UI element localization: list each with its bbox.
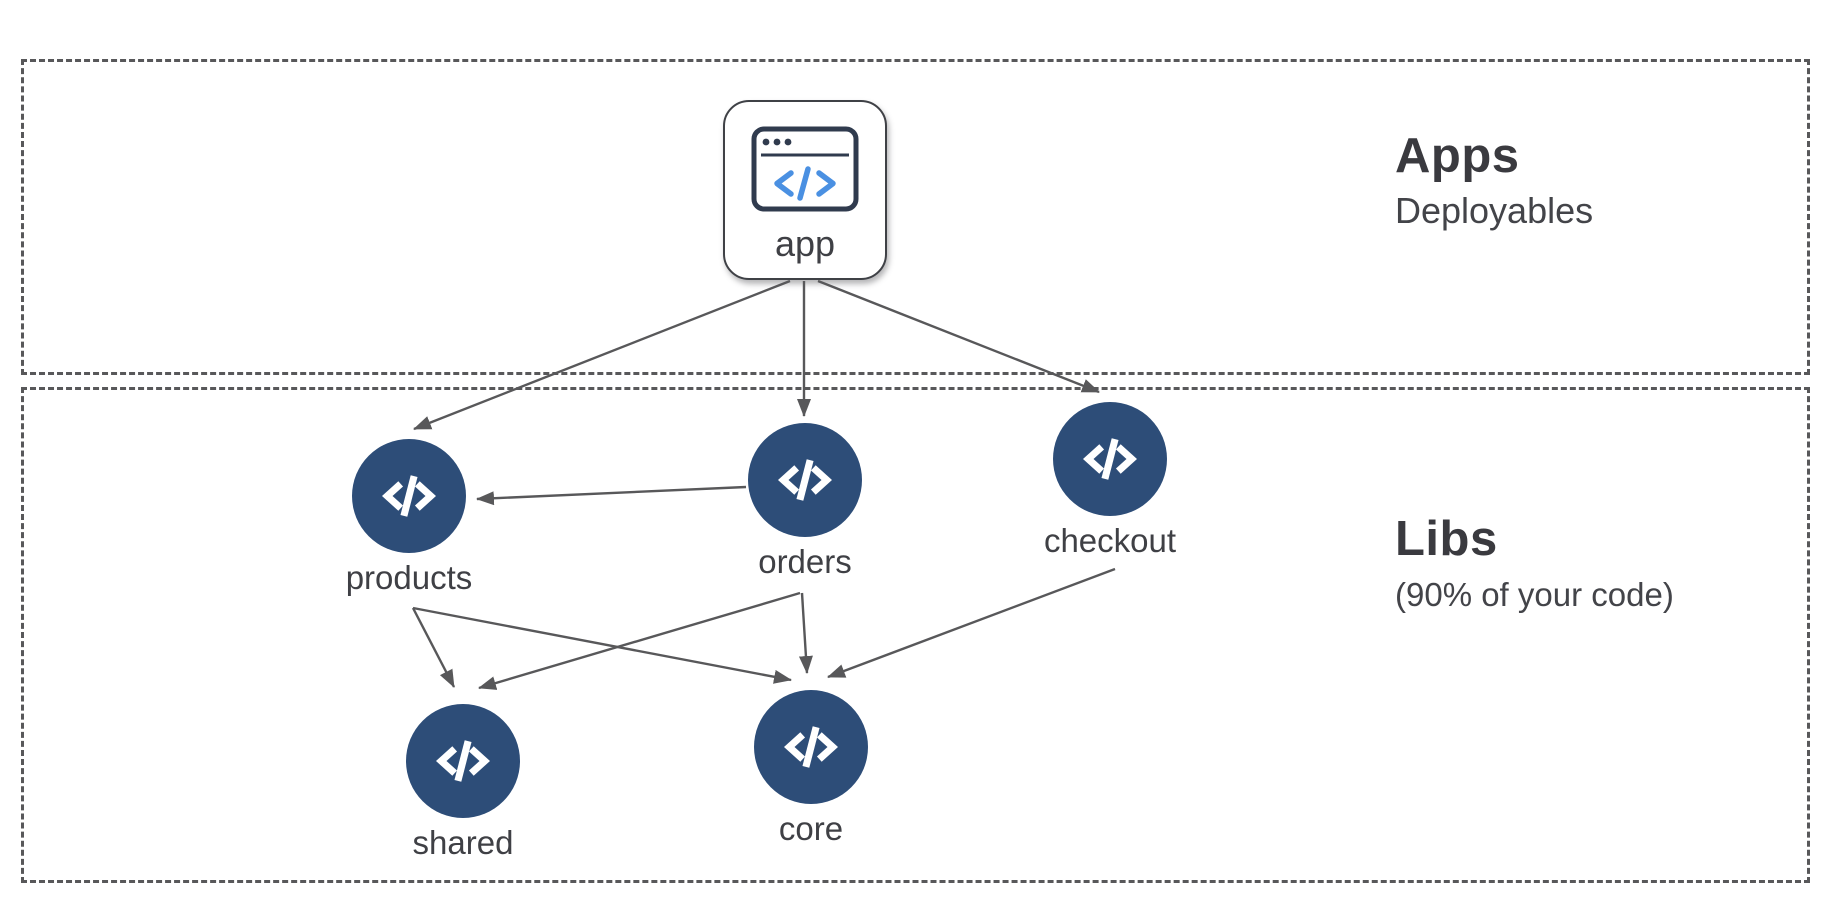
apps-section-title: Apps — [1395, 129, 1520, 183]
node-app-label: app — [774, 223, 836, 264]
node-app: app — [723, 100, 887, 280]
libs-section-subtitle: (90% of your code) — [1395, 576, 1674, 613]
libs-section-boundary — [21, 387, 1810, 883]
code-icon — [1082, 438, 1138, 480]
node-orders: orders — [725, 423, 885, 578]
library-circle — [352, 439, 466, 553]
code-icon — [435, 740, 491, 782]
node-shared-label: shared — [412, 824, 514, 861]
apps-section-subtitle: Deployables — [1395, 190, 1594, 231]
node-orders-label: orders — [758, 543, 852, 580]
code-icon — [783, 726, 839, 768]
node-core-label: core — [778, 810, 844, 847]
node-products-label: products — [345, 559, 473, 596]
library-circle — [406, 704, 520, 818]
library-circle — [748, 423, 862, 537]
node-products: products — [329, 439, 489, 594]
libs-section-title: Libs — [1395, 512, 1498, 566]
node-core: core — [731, 690, 891, 845]
apps-section-label: Apps Deployables — [1395, 132, 1593, 229]
browser-code-icon — [751, 126, 859, 212]
code-icon — [777, 459, 833, 501]
node-shared: shared — [383, 704, 543, 859]
node-checkout-label: checkout — [1043, 522, 1177, 559]
libs-section-label: Libs (90% of your code) — [1395, 512, 1674, 613]
node-checkout: checkout — [1030, 402, 1190, 557]
library-circle — [754, 690, 868, 804]
library-circle — [1053, 402, 1167, 516]
code-icon — [381, 475, 437, 517]
